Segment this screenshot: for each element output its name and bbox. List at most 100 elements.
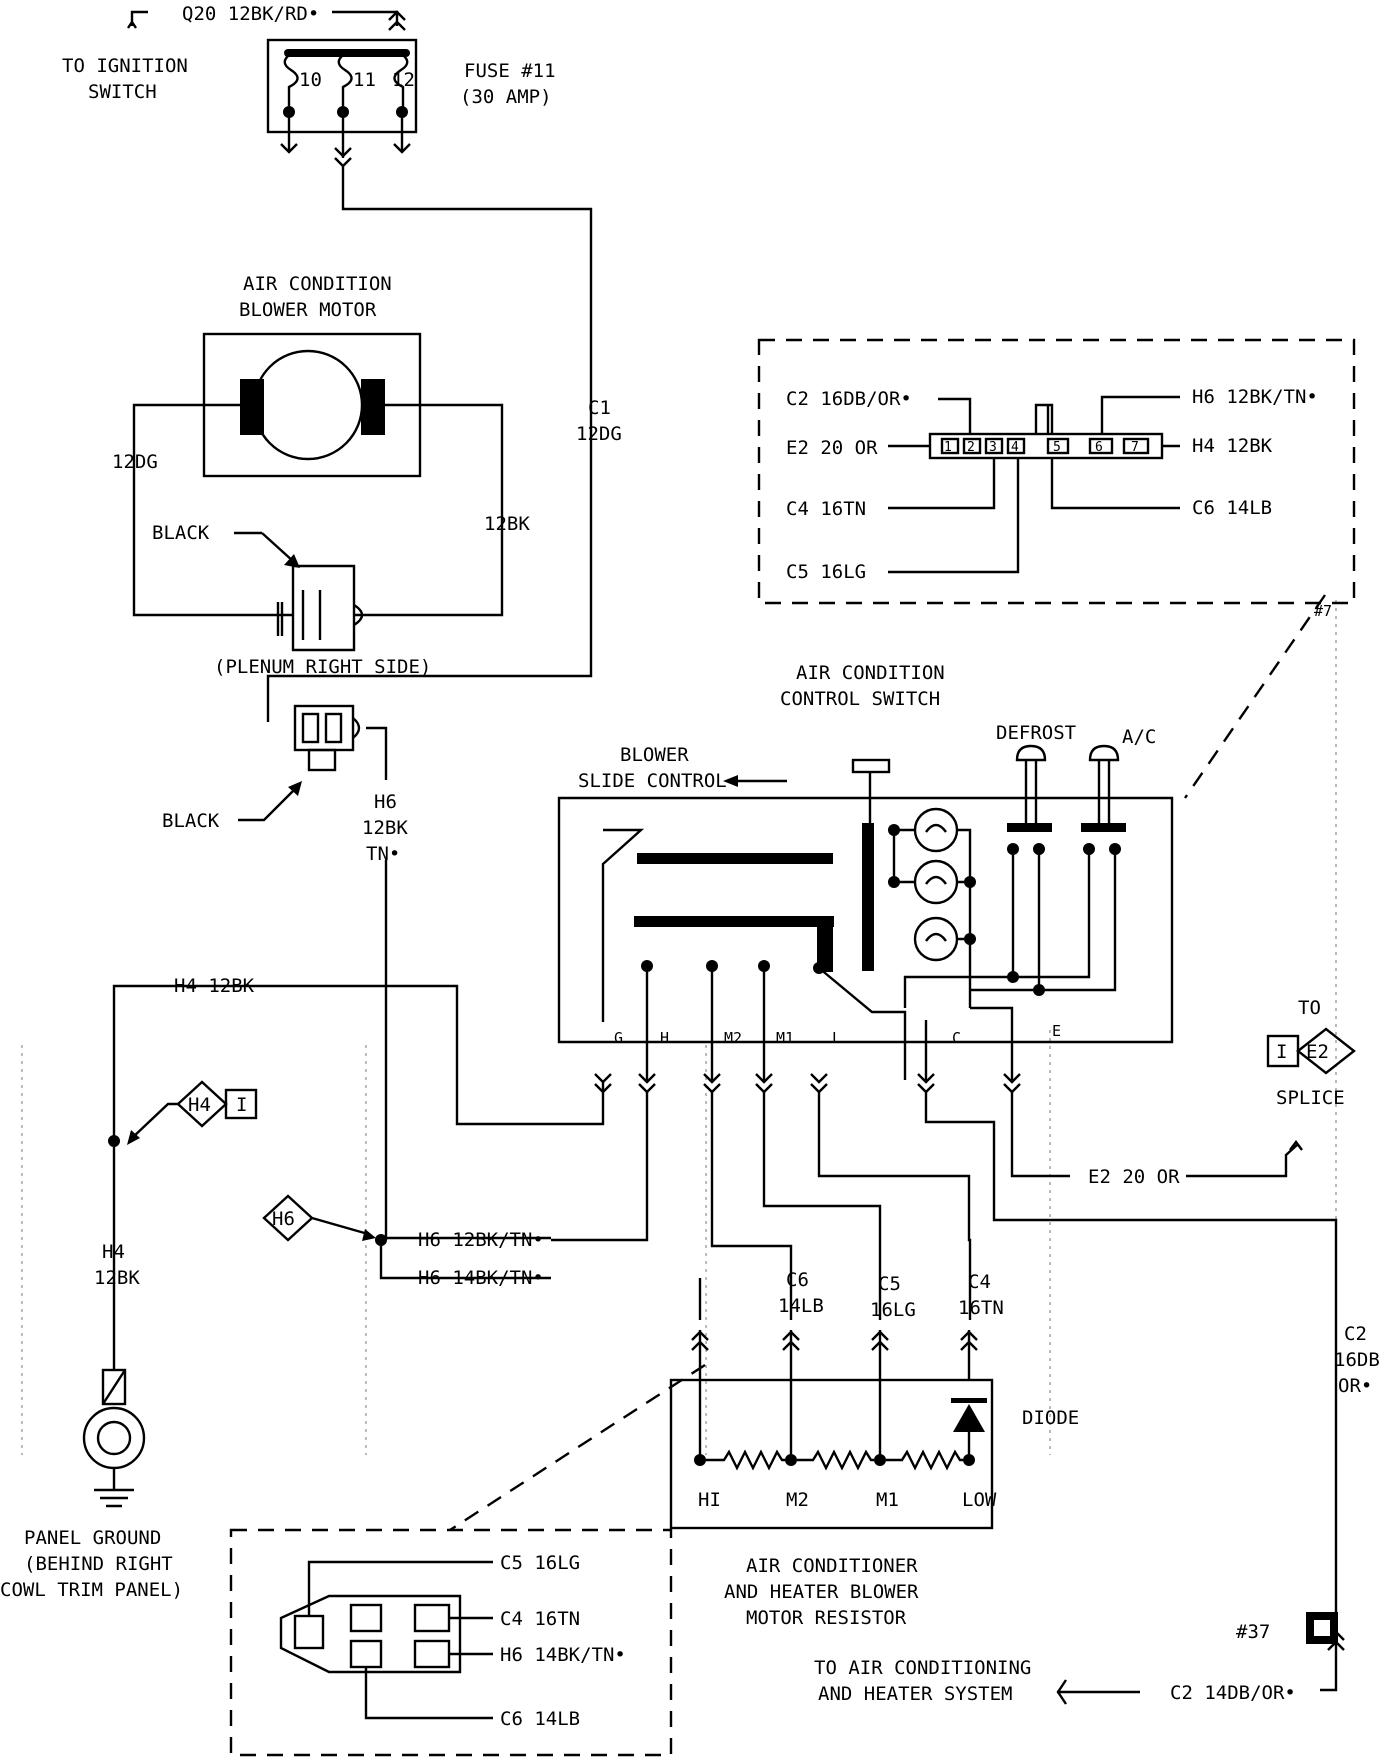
terminal-m2: M2 <box>724 1029 742 1047</box>
h6-vert-2: 12BK <box>362 817 408 839</box>
res-conn-h6: H6 14BK/TN• <box>500 1644 626 1666</box>
detail-e2: E2 20 OR <box>786 437 878 459</box>
c4-label-2: 16TN <box>958 1297 1004 1319</box>
e2-wire-label: E2 20 OR <box>1088 1166 1180 1188</box>
defrost-label: DEFROST <box>996 722 1076 744</box>
resistor-connector-detail <box>229 1363 706 1757</box>
detail-pin-4: 4 <box>1011 440 1019 455</box>
h4-splice-pin: I <box>236 1094 247 1116</box>
fuse-title: FUSE #11 <box>464 60 556 82</box>
fuse-pin-12: 12 <box>392 69 415 91</box>
detail-pin-7: 7 <box>1131 440 1139 455</box>
fuse-input-wire: Q20 12BK/RD• <box>182 3 319 25</box>
plenum-connector <box>238 704 388 822</box>
detail-pin-5: 5 <box>1053 440 1061 455</box>
h6-lower-label: H6 14BK/TN• <box>418 1267 544 1289</box>
h6-upper-label: H6 12BK/TN• <box>418 1229 544 1251</box>
c5-label-1: C5 <box>878 1273 901 1295</box>
blower-title-2: SLIDE CONTROL <box>578 770 727 792</box>
terminal-h: H <box>660 1029 669 1047</box>
panel-ground <box>82 1352 146 1508</box>
splice-h4 <box>127 1080 258 1145</box>
e2-note-2: SPLICE <box>1276 1087 1345 1109</box>
control-switch <box>557 744 1174 1094</box>
motor-location: (PLENUM RIGHT SIDE) <box>214 656 431 678</box>
system-ref: #37 <box>1236 1621 1270 1643</box>
resistor-hi: HI <box>698 1489 721 1511</box>
motor-connector-color: BLACK <box>152 522 210 544</box>
detail-c5: C5 16LG <box>786 561 866 583</box>
blower-resistor <box>669 1330 994 1530</box>
detail-c4: C4 16TN <box>786 498 866 520</box>
detail-pin-2: 2 <box>967 440 975 455</box>
e2-note-1: TO <box>1298 997 1321 1019</box>
c1-wire <box>266 166 593 722</box>
c2-bottom-label: C2 14DB/OR• <box>1170 1682 1296 1704</box>
c2-label-2: 16DB <box>1334 1349 1380 1371</box>
h6-splice-label: H6 <box>272 1208 295 1230</box>
h6-vert-3: TN• <box>366 843 400 865</box>
c1-label-1: C1 <box>588 397 611 419</box>
switch-title-1: AIR CONDITION <box>796 662 945 684</box>
resistor-title-3: MOTOR RESISTOR <box>746 1607 907 1629</box>
ground-label-3: COWL TRIM PANEL) <box>0 1579 183 1601</box>
ignition-note-1: TO IGNITION <box>62 55 188 77</box>
h4-top-label: H4 12BK <box>174 975 255 997</box>
detail-pin-1: 1 <box>944 440 952 455</box>
splice-e2 <box>1266 1027 1356 1075</box>
detail-ref: #7 <box>1314 602 1332 620</box>
resistor-title-2: AND HEATER BLOWER <box>724 1581 919 1603</box>
c2-label-3: OR• <box>1338 1375 1372 1397</box>
res-conn-c5: C5 16LG <box>500 1552 580 1574</box>
res-conn-c6: C6 14LB <box>500 1708 580 1730</box>
res-conn-c4: C4 16TN <box>500 1608 580 1630</box>
detail-h4: H4 12BK <box>1192 435 1273 457</box>
ignition-note-2: SWITCH <box>88 81 157 103</box>
c5-label-2: 16LG <box>870 1299 916 1321</box>
h6-vert-1: H6 <box>374 791 397 813</box>
h4-vert-2: 12BK <box>94 1267 140 1289</box>
blower-title-1: BLOWER <box>620 744 689 766</box>
e2-splice-label: E2 <box>1306 1041 1329 1063</box>
e2-splice-pin: I <box>1276 1041 1287 1063</box>
c2-label-1: C2 <box>1344 1323 1367 1345</box>
detail-pin-6: 6 <box>1095 440 1103 455</box>
resistor-m2: M2 <box>786 1489 809 1511</box>
c1-label-2: 12DG <box>576 423 622 445</box>
detail-h6: H6 12BK/TN• <box>1192 386 1318 408</box>
terminal-l: L <box>832 1029 841 1047</box>
system-label-2: AND HEATER SYSTEM <box>818 1683 1012 1705</box>
motor-right-wire: 12BK <box>484 513 530 535</box>
h4-vert-1: H4 <box>102 1241 125 1263</box>
motor-left-wire: 12DG <box>112 451 158 473</box>
switch-title-2: CONTROL SWITCH <box>780 688 940 710</box>
ground-label-2: (BEHIND RIGHT <box>24 1553 173 1575</box>
blower-motor <box>132 332 504 652</box>
resistor-m1: M1 <box>876 1489 899 1511</box>
detail-pin-3: 3 <box>989 440 997 455</box>
c6-label-1: C6 <box>786 1269 809 1291</box>
fuse-block <box>127 10 418 168</box>
detail-c6: C6 14LB <box>1192 497 1272 519</box>
resistor-title-1: AIR CONDITIONER <box>746 1555 918 1577</box>
resistor-low: LOW <box>962 1489 997 1511</box>
fuse-rating: (30 AMP) <box>460 86 552 108</box>
system-connector <box>1056 1612 1345 1705</box>
system-label-1: TO AIR CONDITIONING <box>814 1657 1031 1679</box>
motor-title-1: AIR CONDITION <box>243 273 392 295</box>
ac-label: A/C <box>1122 726 1156 748</box>
h4-splice-label: H4 <box>188 1094 211 1116</box>
terminal-e: E <box>1052 1022 1061 1040</box>
motor-title-2: BLOWER MOTOR <box>239 299 377 321</box>
splice-h6 <box>262 1194 376 1242</box>
terminal-c: C <box>952 1029 961 1047</box>
second-connector-color: BLACK <box>162 810 220 832</box>
fuse-pin-11: 11 <box>353 69 376 91</box>
c4-label-1: C4 <box>968 1271 991 1293</box>
c6-label-2: 14LB <box>778 1295 824 1317</box>
detail-c2: C2 16DB/OR• <box>786 388 912 410</box>
ground-label-1: PANEL GROUND <box>24 1527 161 1549</box>
switch-connector-detail <box>757 338 1356 799</box>
fuse-pin-10: 10 <box>299 69 322 91</box>
